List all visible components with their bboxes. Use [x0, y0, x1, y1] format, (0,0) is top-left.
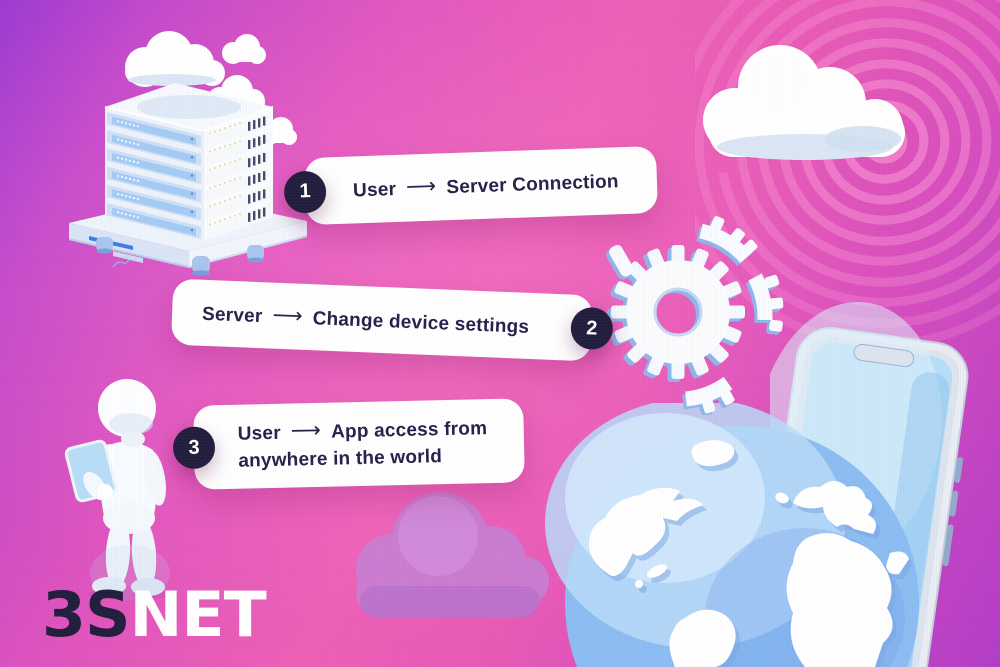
logo: 3SNET [42, 584, 267, 646]
right-arrow-icon: ⟶ [272, 302, 304, 328]
cloud-icon [222, 34, 266, 64]
step-3-label: 3 User⟶App access from anywhere in the w… [172, 398, 525, 490]
step-3-number-badge: 3 [172, 426, 216, 470]
cloud-icon [703, 45, 905, 160]
step-1-number-badge: 1 [283, 169, 327, 214]
step-2-text: Server⟶Change device settings [201, 302, 530, 338]
right-arrow-icon: ⟶ [290, 417, 322, 443]
server-rack-icon [69, 31, 307, 276]
fingerprint-pattern [695, 0, 1000, 345]
step-3-text: User⟶App access from anywhere in the wor… [237, 417, 488, 472]
right-arrow-icon: ⟶ [405, 173, 437, 199]
step-2-label: 2 Server⟶Change device settings [170, 278, 614, 362]
step-1-label: 1 User⟶Server Connection [283, 145, 659, 226]
broken-gear-icon [595, 215, 795, 415]
logo-suffix: NET [129, 578, 267, 651]
earth-globe-icon [545, 403, 919, 667]
person-with-tablet-icon [64, 379, 172, 600]
cloud-icon [125, 31, 225, 87]
purple-cloud-icon [356, 492, 549, 618]
logo-prefix: 3S [42, 578, 131, 651]
step-1-text: User⟶Server Connection [352, 171, 620, 202]
